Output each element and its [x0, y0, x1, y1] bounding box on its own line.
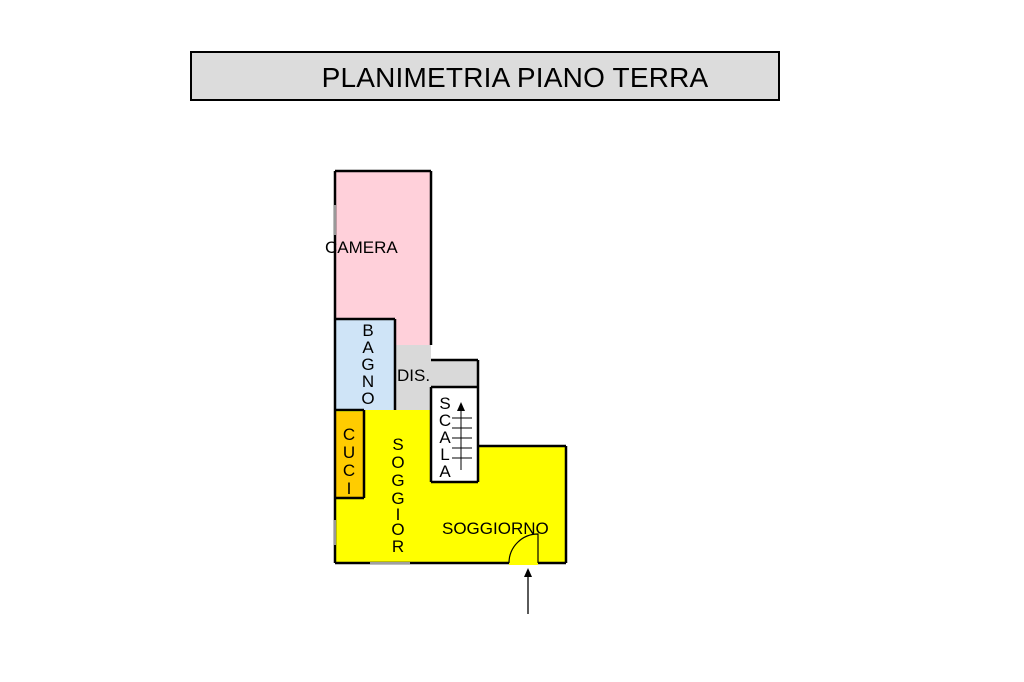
room-disimpegno-ext	[431, 360, 478, 387]
label-scala-1: S	[439, 394, 450, 413]
label-cucina-3: C	[343, 461, 355, 480]
label-soggiorno-v-7: R	[392, 537, 404, 556]
label-disimpegno: DIS.	[397, 366, 430, 385]
room-soggiorno-main	[431, 482, 566, 563]
label-scala-5: A	[439, 462, 451, 481]
title-box: PLANIMETRIA PIANO TERRA	[190, 51, 780, 101]
walls	[333, 169, 568, 565]
label-bagno-2: A	[362, 338, 374, 357]
page-title: PLANIMETRIA PIANO TERRA	[321, 62, 709, 93]
label-scala-3: A	[439, 428, 451, 447]
entrance-arrow-icon	[524, 568, 532, 577]
label-soggiorno-v-4: G	[391, 489, 404, 508]
label-bagno-4: N	[362, 372, 374, 391]
room-disimpegno	[395, 345, 431, 410]
label-scala-4: L	[440, 445, 449, 464]
label-soggiorno-v-1: S	[392, 435, 403, 454]
room-cucina	[335, 412, 364, 498]
label-scala-2: C	[439, 411, 451, 430]
stair-arrow-head	[457, 402, 465, 411]
label-cucina-2: U	[343, 443, 355, 462]
label-soggiorno: SOGGIORNO	[442, 519, 549, 538]
label-soggiorno-v-5: I	[396, 505, 401, 524]
label-bagno-5: O	[361, 389, 374, 408]
room-camera-lower	[395, 319, 431, 346]
entrance-door-icon	[508, 533, 539, 564]
label-bagno-3: G	[361, 355, 374, 374]
label-soggiorno-v-6: O	[391, 520, 404, 539]
label-cucina-4: I	[347, 479, 352, 498]
room-bagno	[335, 319, 395, 410]
window-openings	[334, 205, 410, 564]
label-soggiorno-v-3: G	[391, 471, 404, 490]
label-camera: CAMERA	[325, 238, 398, 257]
label-cucina-1: C	[343, 425, 355, 444]
label-bagno-1: B	[362, 321, 373, 340]
stair-treads	[452, 406, 472, 470]
label-soggiorno-v-2: O	[391, 453, 404, 472]
room-camera	[335, 171, 431, 319]
room-soggiorno-right	[478, 446, 566, 482]
room-scala	[431, 387, 478, 482]
